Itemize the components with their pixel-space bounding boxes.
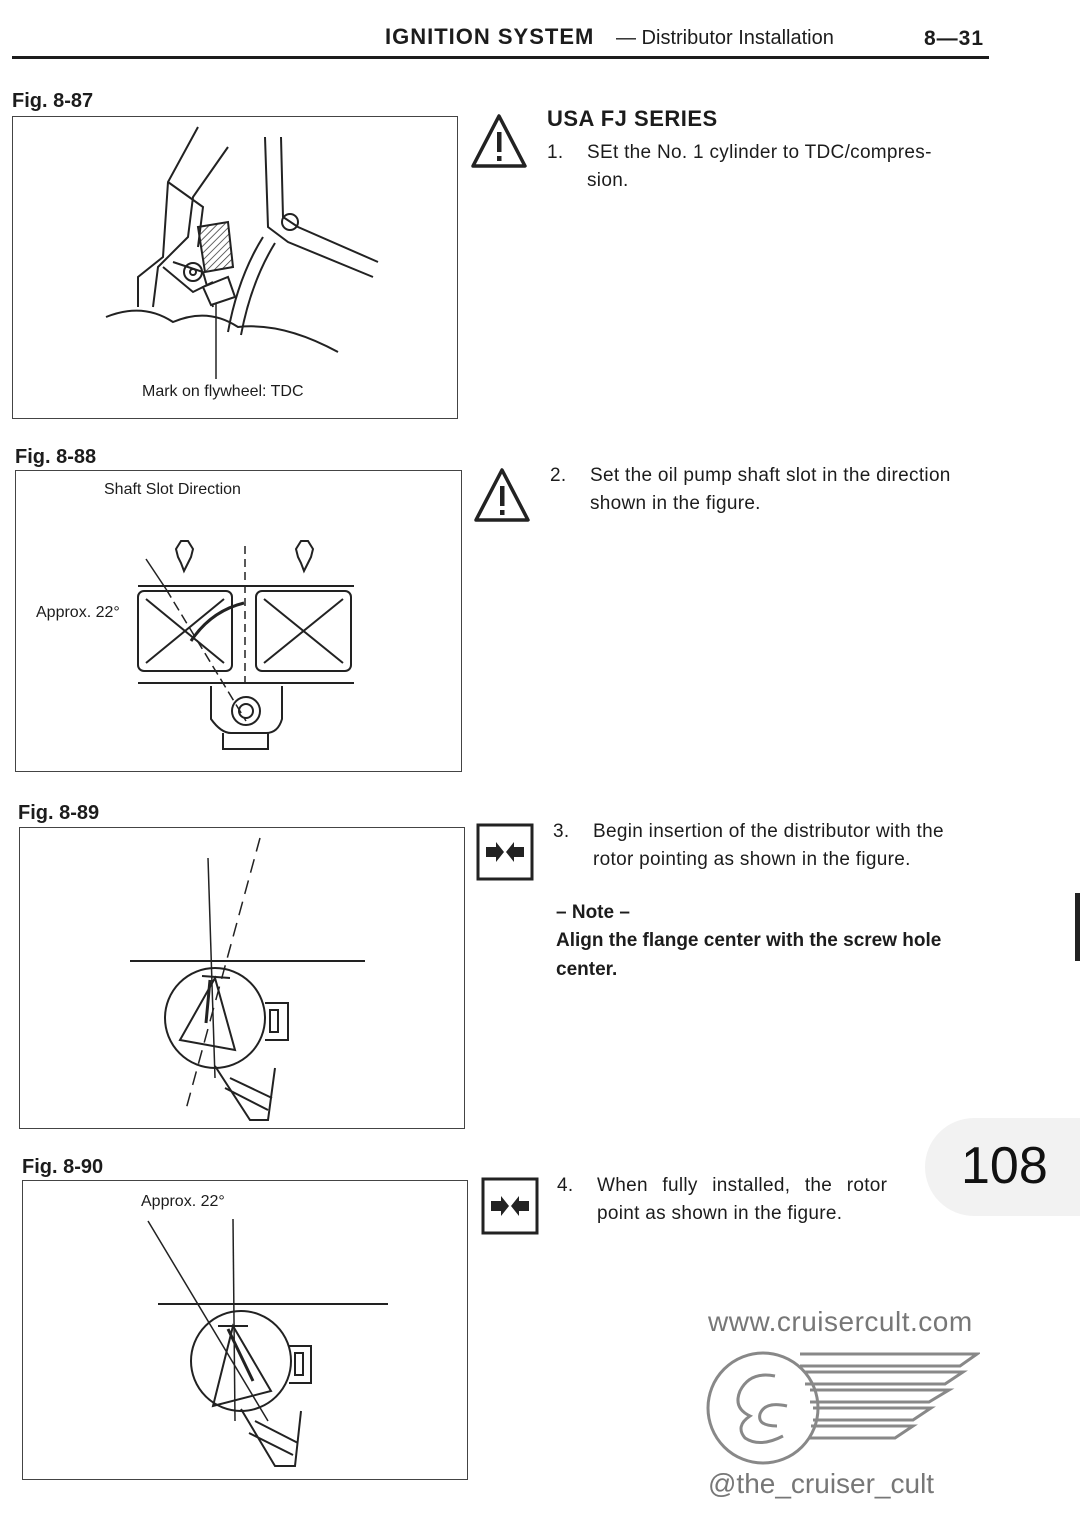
step-text-line: shown in the figure. <box>590 493 761 514</box>
step-number: 2. <box>550 465 567 486</box>
distributor-rotor-insertion-illustration <box>130 837 365 1121</box>
page-number: 8—31 <box>924 27 985 50</box>
step-text-line: point as shown in the figure. <box>597 1203 843 1224</box>
oil-pump-shaft-slot-illustration <box>137 540 354 750</box>
step-text-line: Set the oil pump shaft slot in the direc… <box>590 465 951 486</box>
section-title: USA FJ SERIES <box>547 106 718 131</box>
step-text-line: Begin insertion of the distributor with … <box>593 821 944 842</box>
step-2: 2. Set the oil pump shaft slot in the di… <box>550 462 1010 522</box>
fig-8-90-diagram: Approx. 22° <box>22 1180 468 1480</box>
section-header-subtitle: — Distributor Installation <box>616 27 834 49</box>
step-text-line: rotor pointing as shown in the figure. <box>593 849 911 870</box>
page-badge: 108 <box>925 1118 1080 1216</box>
step-4: 4. When fully installed, the rotor point… <box>557 1172 927 1232</box>
page-badge-number: 108 <box>961 1137 1048 1195</box>
watermark-handle: @the_cruiser_cult <box>708 1468 935 1499</box>
flywheel-tdc-illustration <box>105 126 379 379</box>
scroll-edge-marker <box>1075 893 1080 961</box>
step-text-line: When fully installed, the rotor <box>597 1175 888 1196</box>
warning-triangle-icon <box>471 114 527 168</box>
fig-8-88-caption: Shaft Slot Direction <box>104 481 241 498</box>
fig-8-87-label: Fig. 8-87 <box>12 90 94 112</box>
step-number: 1. <box>547 142 564 163</box>
step-text-line: sion. <box>587 170 629 191</box>
fig-8-87-caption: Mark on flywheel: TDC <box>142 383 304 400</box>
step-number: 3. <box>553 821 570 842</box>
cruiser-cult-logo-icon <box>706 1351 980 1465</box>
step-1: 1. SEt the No. 1 cylinder to TDC/compres… <box>547 139 1007 199</box>
fig-8-88-angle-label: Approx. 22° <box>36 604 120 621</box>
fig-8-90-angle-label: Approx. 22° <box>141 1193 225 1210</box>
header-rule <box>12 56 989 59</box>
step-3: 3. Begin insertion of the distributor wi… <box>553 818 1013 878</box>
distributor-installed-rotor-illustration <box>147 1218 388 1467</box>
step-number: 4. <box>557 1175 574 1196</box>
note-heading: – Note – <box>556 902 630 923</box>
section-header-title: IGNITION SYSTEM <box>385 24 595 49</box>
align-arrows-icon <box>476 823 534 881</box>
note-line: Align the flange center with the screw h… <box>556 930 942 951</box>
fig-8-90-label: Fig. 8-90 <box>22 1156 104 1178</box>
fig-8-88-label: Fig. 8-88 <box>15 446 97 468</box>
fig-8-87-diagram: Mark on flywheel: TDC <box>12 116 458 419</box>
step-text-line: SEt the No. 1 cylinder to TDC/compres- <box>587 142 932 163</box>
note-line: center. <box>556 959 618 980</box>
align-arrows-icon <box>481 1177 539 1235</box>
note-body: Align the flange center with the screw h… <box>556 926 1006 984</box>
warning-triangle-icon <box>474 468 530 522</box>
watermark-url: www.cruisercult.com <box>708 1306 973 1337</box>
fig-8-88-diagram: Shaft Slot Direction Approx. 22° <box>15 470 462 772</box>
fig-8-89-diagram <box>19 827 465 1129</box>
fig-8-89-label: Fig. 8-89 <box>18 802 100 824</box>
